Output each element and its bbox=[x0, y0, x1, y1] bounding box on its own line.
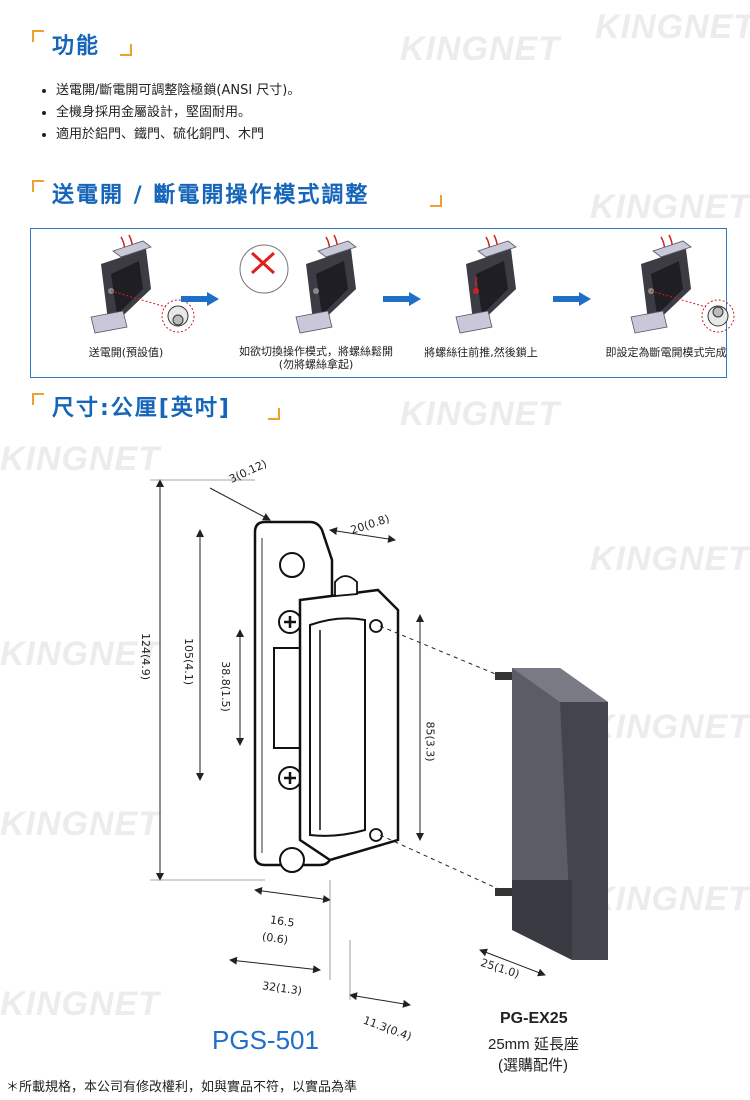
footnote: ＊所載規格，本公司有修改權利，如與實品不符，以實品為準 bbox=[6, 1080, 358, 1095]
feature-item: 送電開/斷電開可調整陰極鎖(ANSI 尺寸)。 bbox=[56, 80, 300, 102]
watermark: KINGNET bbox=[0, 440, 160, 478]
watermark: KINGNET bbox=[400, 30, 560, 68]
accessory-desc-line: 25mm 延長座 bbox=[488, 1036, 579, 1053]
mode-steps-panel: 送電開(預設值) 如欲切換操作模式，將螺絲鬆開 (勿將螺絲拿起) bbox=[30, 228, 735, 378]
features-list: 送電開/斷電開可調整陰極鎖(ANSI 尺寸)。 全機身採用金屬設計，堅固耐用。 … bbox=[38, 80, 300, 146]
feature-item: 適用於鋁門、鐵門、硫化銅門、木門 bbox=[56, 124, 300, 146]
dim-label: 124(4.9) bbox=[139, 632, 153, 681]
step-caption: 將螺絲往前推,然後鎖上 bbox=[424, 346, 538, 359]
mode-step: 將螺絲往前推,然後鎖上 bbox=[406, 229, 556, 377]
watermark: KINGNET bbox=[400, 395, 560, 433]
dim-label: 85(3.3) bbox=[423, 721, 437, 762]
strike-illustration bbox=[90, 234, 195, 334]
extension-piece bbox=[495, 668, 608, 960]
model-main-label: PGS-501 bbox=[212, 1025, 319, 1055]
watermark: KINGNET bbox=[590, 188, 750, 226]
step-caption-line: (勿將螺絲拿起) bbox=[278, 358, 354, 371]
step-caption: 如欲切換操作模式，將螺絲鬆開 (勿將螺絲拿起) bbox=[226, 345, 406, 371]
dimension-drawing bbox=[150, 479, 608, 1008]
watermark: KINGNET bbox=[590, 708, 750, 746]
watermark: KINGNET bbox=[590, 540, 750, 578]
arrow-right-icon bbox=[553, 292, 591, 306]
strike-illustration bbox=[630, 234, 735, 334]
mode-step: 即設定為斷電開模式完成 bbox=[591, 229, 741, 377]
dim-label: 105(4.1) bbox=[182, 637, 196, 686]
mode-step: 送電開(預設值) bbox=[51, 229, 201, 377]
watermark: KINGNET bbox=[595, 8, 750, 46]
watermark: KINGNET bbox=[590, 880, 750, 918]
strike-illustration bbox=[239, 234, 357, 334]
accessory-model-label: PG-EX25 bbox=[500, 1010, 568, 1027]
watermark: KINGNET bbox=[0, 635, 160, 673]
step-caption: 送電開(預設值) bbox=[88, 346, 164, 359]
watermark: KINGNET bbox=[0, 805, 160, 843]
strike-illustration bbox=[455, 234, 517, 334]
feature-item: 全機身採用金屬設計，堅固耐用。 bbox=[56, 102, 300, 124]
arrow-right-icon bbox=[383, 292, 421, 306]
mode-step: 如欲切換操作模式，將螺絲鬆開 (勿將螺絲拿起) bbox=[226, 229, 406, 377]
step-caption: 即設定為斷電開模式完成 bbox=[605, 346, 727, 359]
watermark: KINGNET bbox=[0, 985, 160, 1023]
arrow-right-icon bbox=[181, 292, 219, 306]
step-caption-line: 如欲切換操作模式，將螺絲鬆開 bbox=[239, 345, 393, 358]
dim-label: 38.8(1.5) bbox=[218, 661, 232, 712]
accessory-desc-line: (選購配件) bbox=[498, 1057, 568, 1074]
